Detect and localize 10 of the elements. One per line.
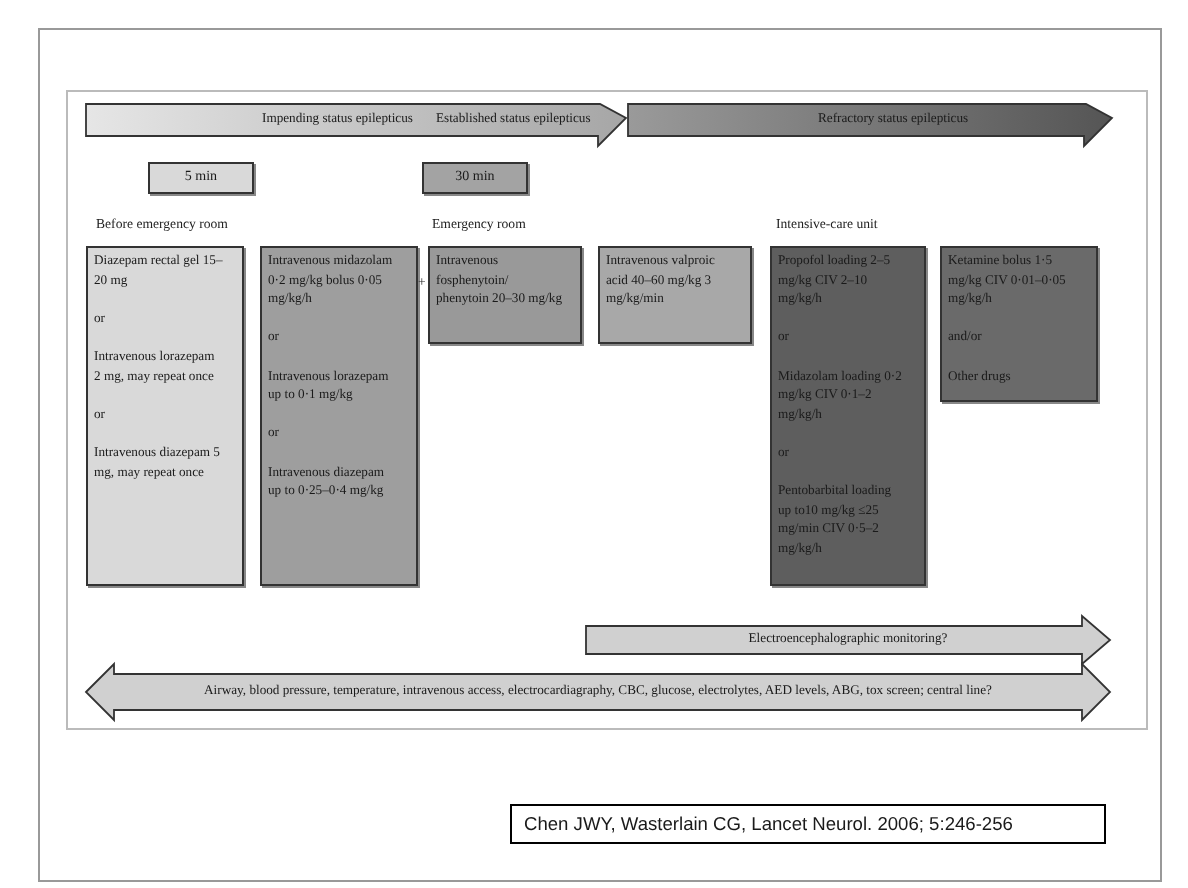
- citation-box: [510, 804, 1106, 844]
- treatment-box: [940, 246, 1098, 402]
- treatment-box: [428, 246, 582, 344]
- treatment-box: [148, 162, 254, 194]
- treatment-box: [770, 246, 926, 586]
- treatment-box: [598, 246, 752, 344]
- treatment-box: [422, 162, 528, 194]
- treatment-box: [260, 246, 418, 586]
- treatment-box: [86, 246, 244, 586]
- citation-text: Chen JWY, Wasterlain CG, Lancet Neurol. 2006; 5:246-256: [524, 814, 1013, 834]
